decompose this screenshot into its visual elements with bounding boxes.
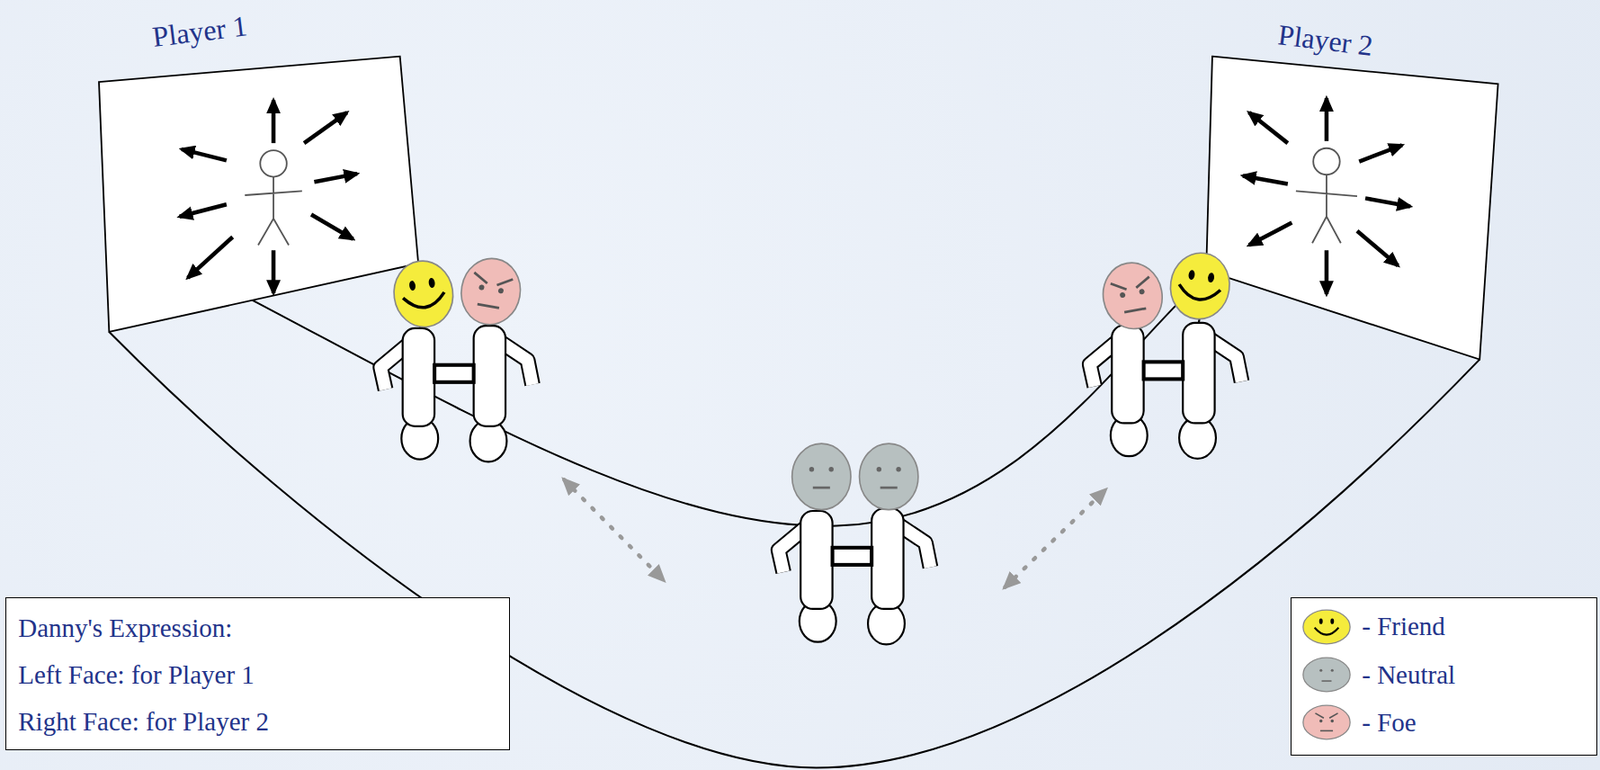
legend-label: - Neutral — [1361, 660, 1456, 690]
screen-outline — [1205, 51, 1500, 362]
legend-label: - Friend — [1361, 611, 1446, 642]
face-expression — [1319, 669, 1334, 681]
legend-swatch — [1303, 609, 1350, 644]
track-inner — [244, 273, 1209, 526]
face-swatch — [1300, 701, 1353, 743]
stick-figure — [244, 150, 303, 246]
screen-panel — [1206, 55, 1498, 359]
face-swatch — [1300, 653, 1353, 696]
screen-outline — [98, 51, 420, 335]
face-expression — [1314, 617, 1340, 635]
legend-swatch — [1303, 657, 1350, 692]
direction-arrows — [1242, 98, 1411, 295]
legend-entry: - Neutral — [1300, 653, 1456, 696]
motion-arrow — [563, 480, 663, 581]
player-label: Player 1 — [151, 8, 250, 54]
expression-box: Danny's Expression:Left Face: for Player… — [5, 597, 511, 751]
motion-arrow — [1005, 490, 1106, 588]
direction-arrows — [179, 99, 358, 293]
stick-figure — [1296, 148, 1358, 244]
robot — [778, 443, 931, 644]
legend-note: Left Face: for Player 1 — [17, 651, 497, 698]
legend-note: Danny's Expression: — [17, 604, 497, 652]
legend-swatch — [1303, 706, 1350, 741]
legend-entry: - Foe — [1300, 701, 1416, 743]
robot — [380, 253, 533, 462]
player-screen: Player 1 — [98, 51, 420, 335]
face-expression — [1315, 713, 1339, 732]
face-swatch — [1300, 606, 1353, 648]
robot — [1090, 249, 1243, 459]
legend-note: Right Face: for Player 2 — [17, 697, 497, 745]
legend-entry: - Friend — [1300, 606, 1446, 648]
player-label: Player 2 — [1276, 18, 1375, 64]
legend-box: - Friend - Neutral - Foe — [1290, 597, 1597, 756]
legend-label: - Foe — [1361, 707, 1416, 738]
player-screen: Player 2 — [1205, 51, 1500, 362]
screen-panel — [98, 55, 419, 331]
